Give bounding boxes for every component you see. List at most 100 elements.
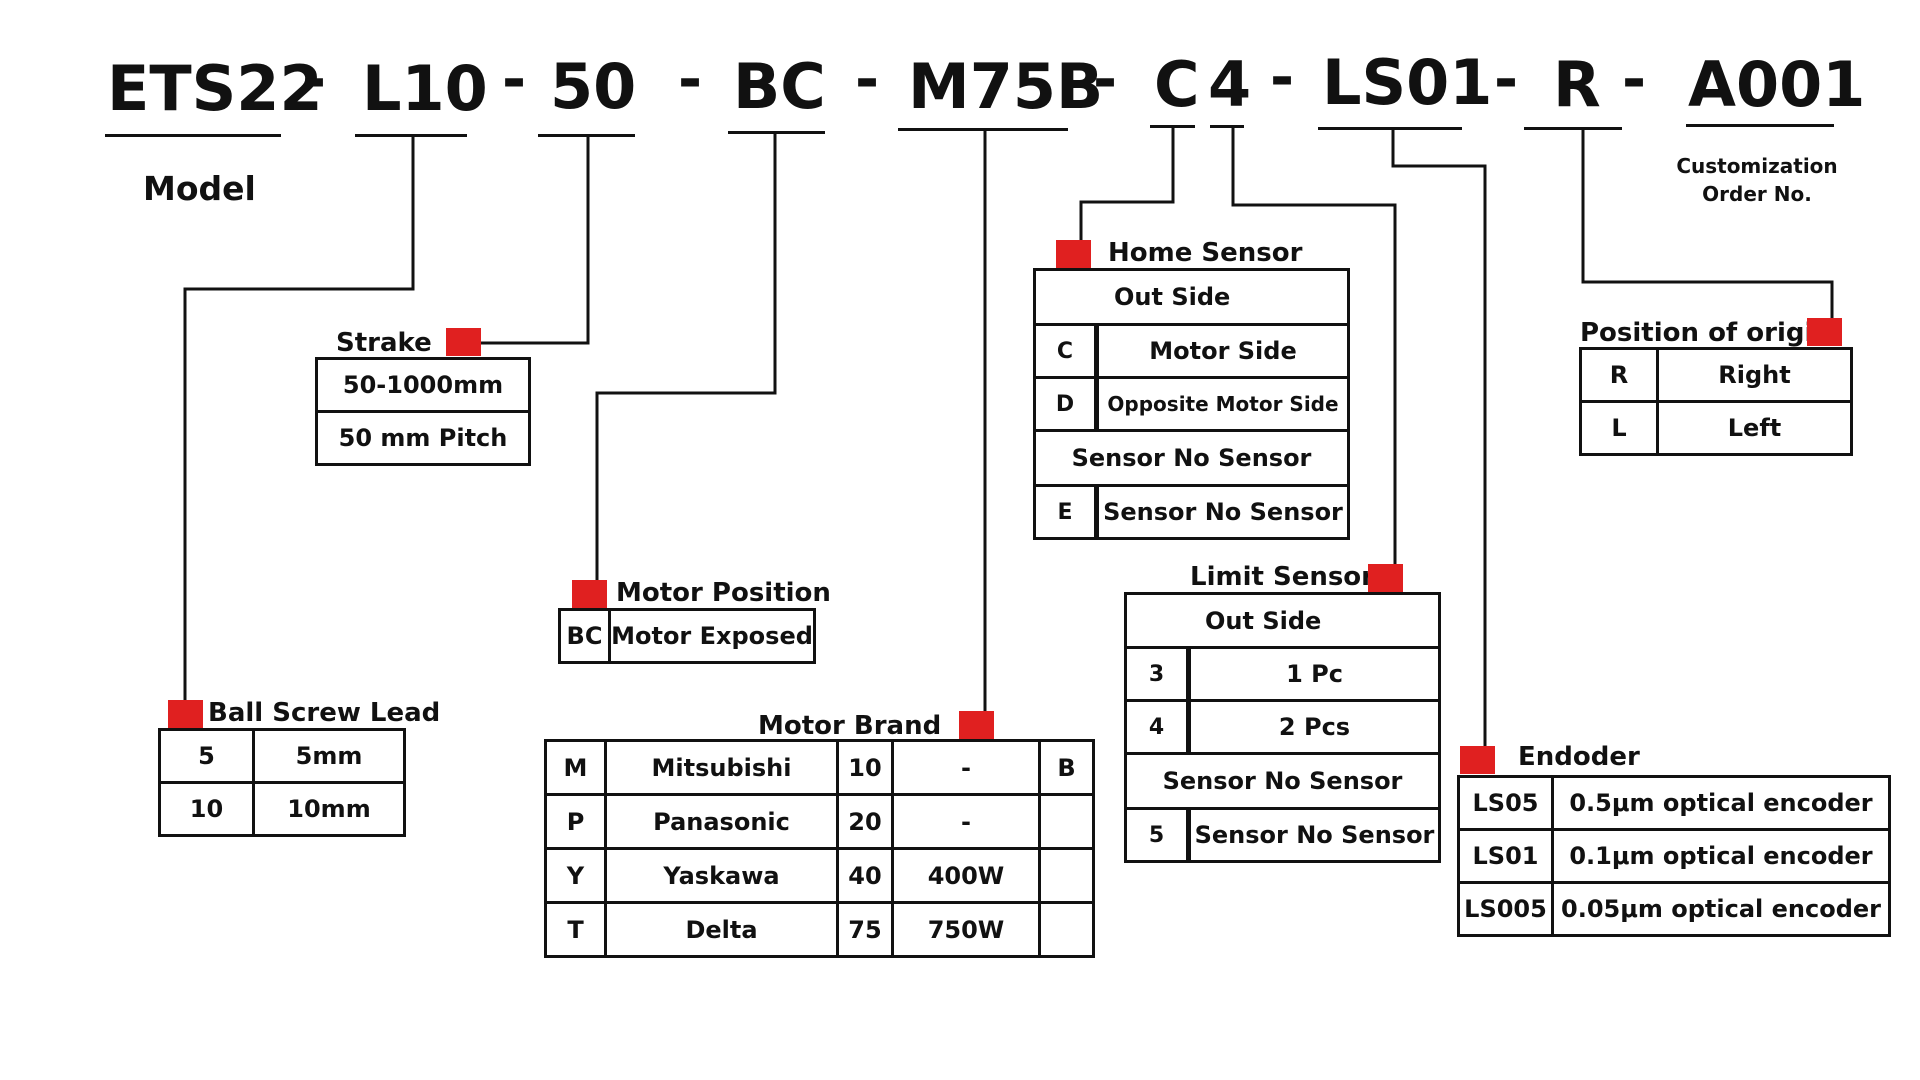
marker-icon: [1807, 318, 1842, 346]
code-separator: -: [678, 45, 703, 113]
home-sensor-title: Home Sensor: [1108, 238, 1303, 268]
code-separator: -: [1093, 45, 1118, 113]
brand-extra: B: [1038, 739, 1095, 796]
code-separator: -: [302, 45, 327, 113]
code-separator: -: [855, 45, 880, 113]
home-sensor-code: E: [1033, 484, 1099, 540]
brand-name: Mitsubishi: [604, 739, 839, 796]
connector-encoder: [1391, 130, 1487, 752]
code-home-sensor: C: [1154, 48, 1200, 121]
encoder-code: LS01: [1457, 828, 1554, 884]
connector-home-sensor: [1079, 127, 1175, 244]
brand-number: 10: [836, 739, 894, 796]
code-motor-brand: M75B: [908, 50, 1104, 123]
encoder-value: 0.1μm optical encoder: [1551, 828, 1891, 884]
strake-pitch: 50 mm Pitch: [315, 410, 531, 466]
brand-code: Y: [544, 847, 607, 904]
encoder-title: Endoder: [1518, 742, 1640, 772]
origin-value: Left: [1656, 400, 1853, 456]
code-underline: [898, 128, 1068, 131]
marker-icon: [1056, 240, 1091, 268]
brand-name: Panasonic: [604, 793, 839, 850]
lead-value: 10mm: [252, 781, 406, 837]
code-underline: [1150, 125, 1195, 128]
motor-position-code: BC: [558, 608, 611, 664]
encoder-value: 0.5μm optical encoder: [1551, 775, 1891, 831]
connector-stroke: [481, 137, 590, 345]
marker-icon: [168, 700, 203, 728]
marker-icon: [446, 328, 481, 356]
limit-sensor-code: 3: [1124, 646, 1191, 702]
motor-position-value: Motor Exposed: [608, 608, 816, 664]
brand-code: P: [544, 793, 607, 850]
code-stroke: 50: [550, 50, 637, 123]
brand-power: 750W: [891, 901, 1041, 958]
encoder-code: LS05: [1457, 775, 1554, 831]
code-underline: [105, 134, 281, 137]
brand-number: 40: [836, 847, 894, 904]
home-sensor-section: Out Side: [1033, 268, 1350, 326]
brand-name: Delta: [604, 901, 839, 958]
code-model: ETS22: [107, 52, 323, 125]
code-customization: A001: [1688, 48, 1866, 121]
limit-sensor-section: Out Side: [1124, 592, 1441, 649]
marker-icon: [1368, 564, 1403, 592]
home-sensor-code: C: [1033, 323, 1099, 379]
code-separator: -: [1270, 43, 1295, 111]
encoder-code: LS005: [1457, 881, 1554, 937]
home-sensor-value: Sensor No Sensor: [1095, 484, 1350, 540]
customization-label: Customization Order No.: [1676, 154, 1838, 206]
strake-title: Strake: [336, 328, 432, 358]
code-separator: -: [502, 45, 527, 113]
origin-value: Right: [1656, 347, 1853, 403]
code-separator: -: [1494, 45, 1519, 113]
limit-sensor-section: Sensor No Sensor: [1124, 752, 1441, 810]
connector-motor-position: [595, 133, 777, 590]
brand-name: Yaskawa: [604, 847, 839, 904]
origin-code: L: [1579, 400, 1659, 456]
lead-value: 5mm: [252, 728, 406, 784]
origin-title: Position of origin: [1580, 318, 1832, 348]
limit-sensor-title: Limit Sensor: [1190, 562, 1374, 592]
code-encoder: LS01: [1322, 46, 1493, 119]
brand-code: M: [544, 739, 607, 796]
code-underline: [1210, 125, 1244, 128]
lead-code: 10: [158, 781, 255, 837]
brand-code: T: [544, 901, 607, 958]
code-separator: -: [1622, 45, 1647, 113]
motor-position-title: Motor Position: [616, 578, 831, 608]
code-motor-position: BC: [733, 50, 826, 123]
brand-extra: [1038, 901, 1095, 958]
brand-extra: [1038, 793, 1095, 850]
connector-lead: [183, 137, 415, 712]
code-underline: [1686, 124, 1834, 127]
brand-power: 400W: [891, 847, 1041, 904]
marker-icon: [1460, 746, 1495, 774]
brand-power: -: [891, 739, 1041, 796]
strake-table: 50-1000mm 50 mm Pitch: [315, 357, 531, 466]
limit-sensor-value: 1 Pc: [1187, 646, 1441, 702]
code-underline: [1524, 127, 1622, 130]
home-sensor-value: Motor Side: [1095, 323, 1350, 379]
brand-number: 75: [836, 901, 894, 958]
motor-brand-title: Motor Brand: [758, 711, 942, 741]
code-limit-sensor: 4: [1208, 48, 1252, 121]
marker-icon: [572, 580, 607, 608]
ball-screw-lead-title: Ball Screw Lead: [208, 698, 441, 728]
limit-sensor-value: 2 Pcs: [1187, 699, 1441, 755]
code-origin: R: [1553, 48, 1601, 121]
connector-origin: [1581, 130, 1834, 322]
code-underline: [538, 134, 635, 137]
strake-range: 50-1000mm: [315, 357, 531, 413]
encoder-value: 0.05μm optical encoder: [1551, 881, 1891, 937]
code-lead: L10: [362, 52, 488, 125]
lead-code: 5: [158, 728, 255, 784]
brand-number: 20: [836, 793, 894, 850]
limit-sensor-code: 4: [1124, 699, 1191, 755]
